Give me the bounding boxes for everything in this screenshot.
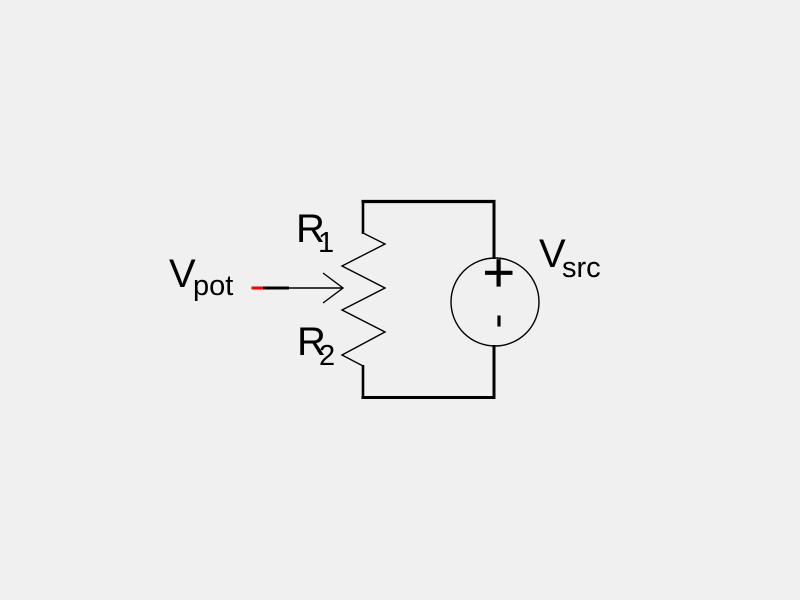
wiper-arrow	[251, 272, 345, 304]
label-vpot-sub: pot	[193, 270, 233, 302]
label-r2-main: R	[297, 320, 326, 364]
labels: V pot R 1 R 2 V src	[169, 207, 601, 372]
plus-symbol	[485, 259, 513, 287]
wiper-arrowhead	[322, 272, 345, 304]
label-vpot-main: V	[169, 252, 196, 296]
label-r2-sub: 2	[319, 340, 335, 372]
label-vsrc-sub: src	[562, 252, 601, 284]
resistor-zigzag	[340, 232, 387, 367]
label-r1-sub: 1	[318, 227, 334, 259]
label-r1-main: R	[296, 207, 325, 251]
circuit-wires	[361, 199, 496, 399]
voltage-source-circle	[450, 257, 540, 347]
label-vsrc-main: V	[539, 232, 566, 276]
